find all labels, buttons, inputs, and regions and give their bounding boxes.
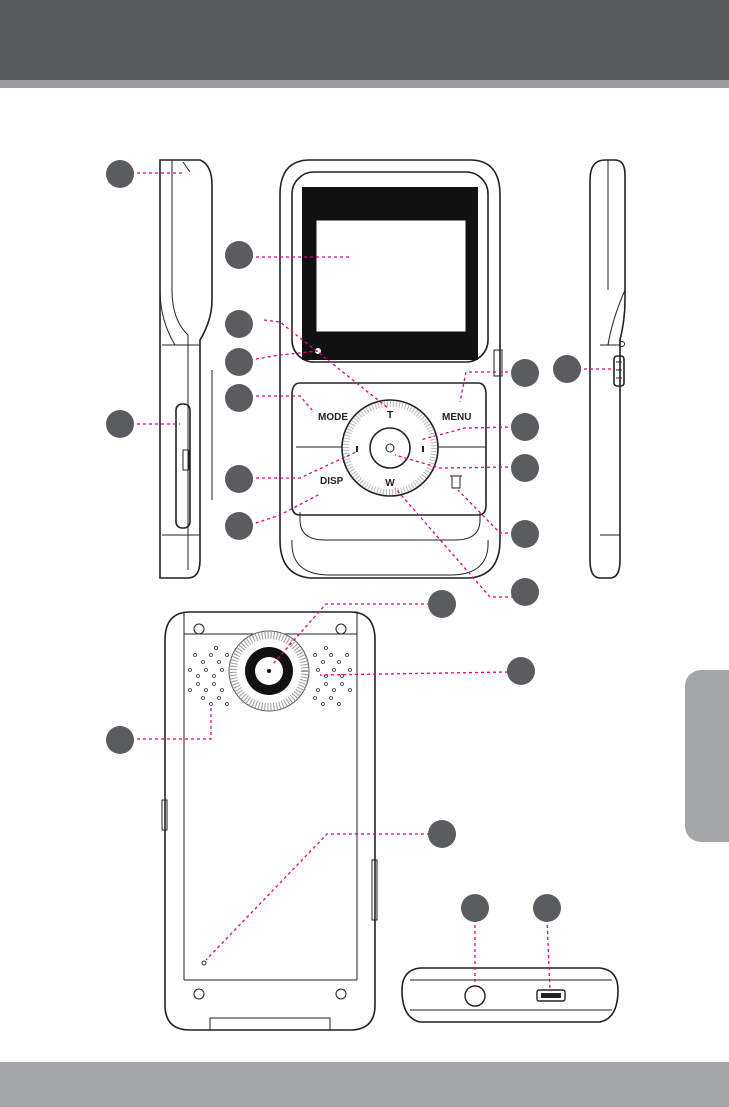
bottom-view xyxy=(401,967,619,1023)
callout-marker xyxy=(106,726,134,754)
header-rule xyxy=(0,80,729,88)
section-side-tab xyxy=(685,670,729,842)
right-side-view xyxy=(589,159,626,579)
callout-marker xyxy=(511,454,539,482)
callout-marker xyxy=(533,894,561,922)
disp-button[interactable]: DISP xyxy=(320,476,344,487)
left-side-view xyxy=(159,159,213,579)
back-view xyxy=(161,611,378,1031)
callout-marker xyxy=(106,410,134,438)
callout-marker xyxy=(511,359,539,387)
callout-markers xyxy=(106,160,581,922)
headphone-jack[interactable] xyxy=(464,985,486,1007)
lcd-screen xyxy=(315,219,467,333)
callout-marker xyxy=(225,241,253,269)
front-view: T W MODE MENU DISP xyxy=(279,159,503,579)
callout-marker xyxy=(461,894,489,922)
leader-lines xyxy=(131,172,615,991)
callout-marker xyxy=(511,413,539,441)
callout-marker xyxy=(511,520,539,548)
callout-marker xyxy=(553,355,581,383)
callout-marker xyxy=(225,310,253,338)
menu-button[interactable]: MENU xyxy=(442,412,471,423)
callout-marker xyxy=(225,512,253,540)
callout-marker xyxy=(507,657,535,685)
callout-marker xyxy=(225,348,253,376)
callout-marker xyxy=(225,384,253,412)
usb-port[interactable] xyxy=(536,989,566,1002)
page-footer xyxy=(0,1062,729,1107)
ok-button[interactable] xyxy=(369,427,411,469)
callout-marker xyxy=(106,160,134,188)
callout-marker xyxy=(511,578,539,606)
callout-marker xyxy=(428,820,456,848)
tele-button[interactable]: T xyxy=(387,410,393,421)
callout-marker xyxy=(225,465,253,493)
callout-marker xyxy=(428,590,456,618)
mode-button[interactable]: MODE xyxy=(318,412,348,423)
wide-button[interactable]: W xyxy=(385,478,395,489)
page-header xyxy=(0,0,729,80)
trash-icon[interactable] xyxy=(450,475,462,489)
